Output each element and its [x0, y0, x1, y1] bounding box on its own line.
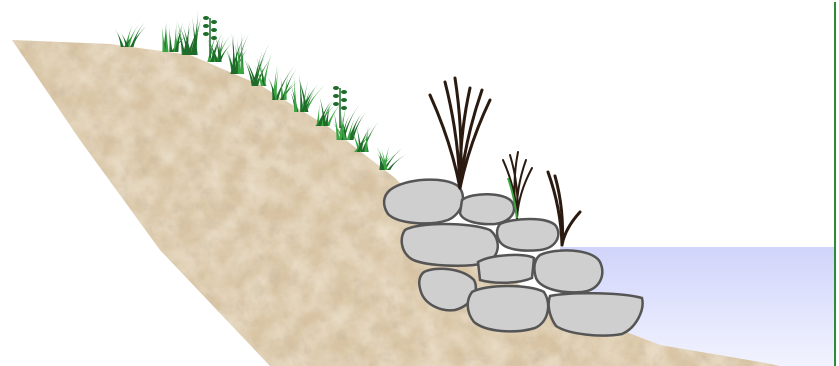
grass-clump	[176, 9, 202, 55]
boulder	[534, 250, 602, 292]
grass-clump	[205, 30, 234, 62]
grass-blade	[115, 29, 124, 47]
boulder	[468, 286, 548, 331]
grass-blade	[240, 31, 243, 74]
willow-stake	[430, 78, 490, 188]
grass-clump	[374, 143, 408, 170]
weed-seedhead	[333, 86, 347, 128]
boulder	[549, 293, 643, 335]
grass-blade	[169, 26, 173, 52]
grass-clump	[115, 23, 149, 47]
boulder	[478, 255, 534, 283]
boulder	[384, 180, 463, 224]
boulder	[497, 219, 558, 251]
grass-blade	[165, 22, 168, 52]
grass-clump	[315, 93, 343, 126]
grass-clump	[224, 30, 249, 74]
grass-blade	[215, 35, 230, 62]
grass-blade	[361, 121, 379, 152]
boulder	[460, 194, 514, 224]
grass-clump	[290, 72, 326, 112]
